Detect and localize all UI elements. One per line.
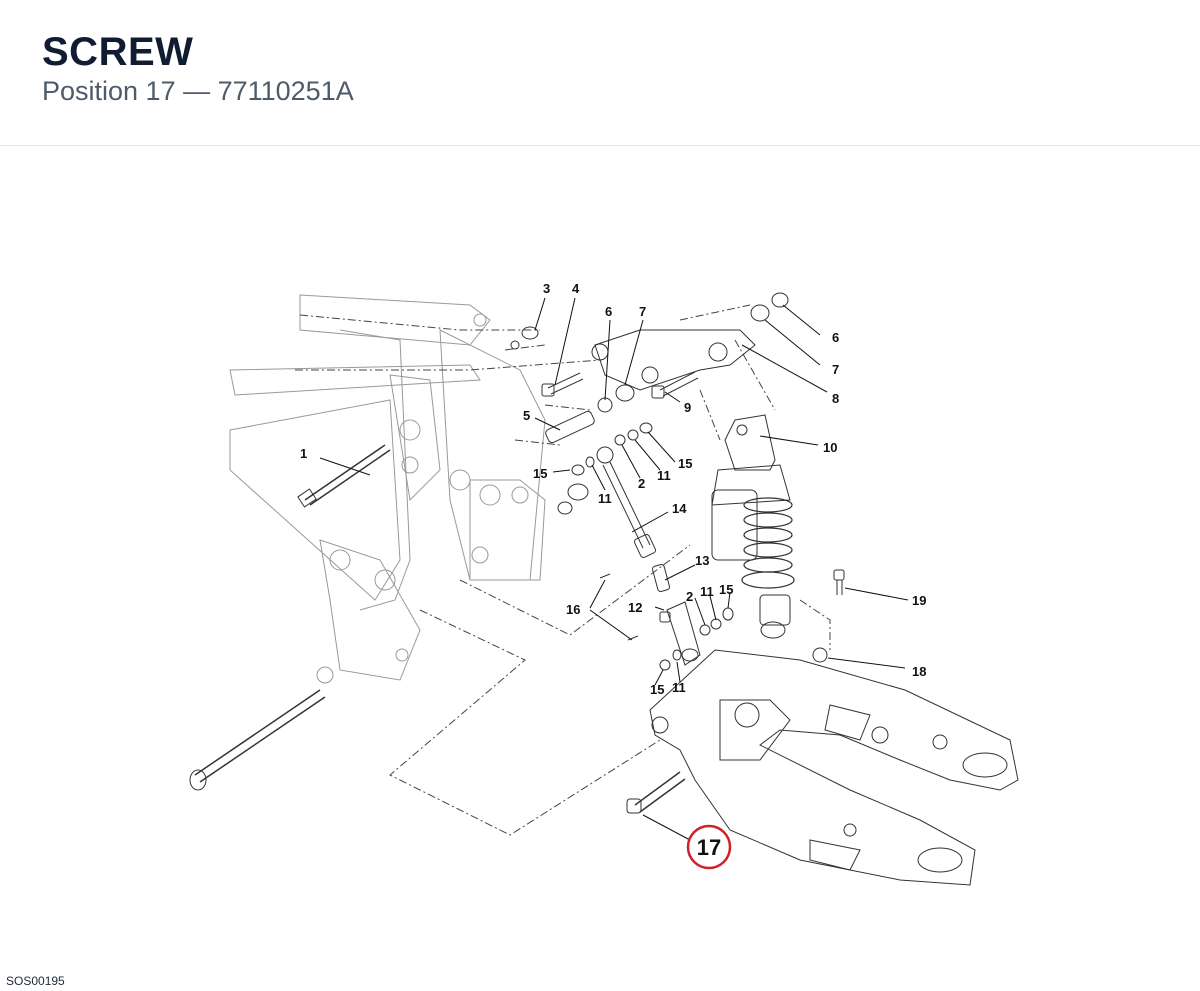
callout-18: 18	[912, 664, 926, 679]
callout-4: 4	[572, 281, 580, 296]
nut-18	[812, 647, 828, 663]
callout-11a: 11	[657, 468, 671, 483]
pin-5	[545, 410, 595, 444]
callout-15d: 15	[650, 682, 664, 697]
callout-3: 3	[543, 281, 550, 296]
shock-absorber	[711, 414, 795, 639]
leader-lines	[319, 297, 909, 841]
callout-17: 17	[697, 835, 721, 860]
callout-15c: 15	[719, 582, 733, 597]
screw-17	[626, 771, 686, 814]
callout-7b: 7	[832, 362, 839, 377]
bushings	[510, 292, 789, 515]
callout-11b: 11	[598, 491, 612, 506]
part-title: SCREW	[42, 30, 194, 74]
callout-7a: 7	[639, 304, 646, 319]
callout-labels: 3 4 1 5 6 7 6 7 8 9 10 15 11 2 15 11 14 …	[300, 281, 926, 697]
callout-11d: 11	[672, 680, 686, 695]
bolt-9	[651, 371, 699, 399]
callout-9: 9	[684, 400, 691, 415]
exploded-parts-diagram: 3 4 1 5 6 7 6 7 8 9 10 15 11 2 15 11 14 …	[0, 146, 1200, 966]
rocker-link	[591, 329, 756, 391]
bolt-1	[297, 444, 391, 508]
callout-14: 14	[672, 501, 687, 516]
callout-1: 1	[300, 446, 307, 461]
callout-19: 19	[912, 593, 926, 608]
callout-10: 10	[823, 440, 837, 455]
assembly-guide-lines	[295, 304, 831, 836]
bolt-4	[541, 372, 584, 397]
bolt-19	[833, 569, 845, 595]
callout-8: 8	[832, 391, 839, 406]
tie-rod-14	[596, 446, 656, 558]
part-subtitle: Position 17 — 77110251A	[42, 76, 354, 106]
highlight-ring	[686, 824, 732, 870]
swingarm	[649, 649, 1019, 886]
callout-15a: 15	[678, 456, 692, 471]
callout-11c: 11	[700, 584, 714, 599]
callout-6b: 6	[832, 330, 839, 345]
callout-16: 16	[566, 602, 580, 617]
callout-12: 12	[628, 600, 642, 615]
diagram-code: SOS00195	[6, 974, 65, 988]
callout-2a: 2	[638, 476, 645, 491]
header: SCREW Position 17 — 77110251A	[0, 0, 1200, 146]
callout-5: 5	[523, 408, 530, 423]
callout-13: 13	[695, 553, 709, 568]
callout-2b: 2	[686, 589, 693, 604]
callout-6a: 6	[605, 304, 612, 319]
highlighted-callout[interactable]: 17	[686, 824, 732, 870]
callout-15b: 15	[533, 466, 547, 481]
swingarm-axle	[189, 689, 326, 791]
frame-outline	[229, 294, 546, 684]
